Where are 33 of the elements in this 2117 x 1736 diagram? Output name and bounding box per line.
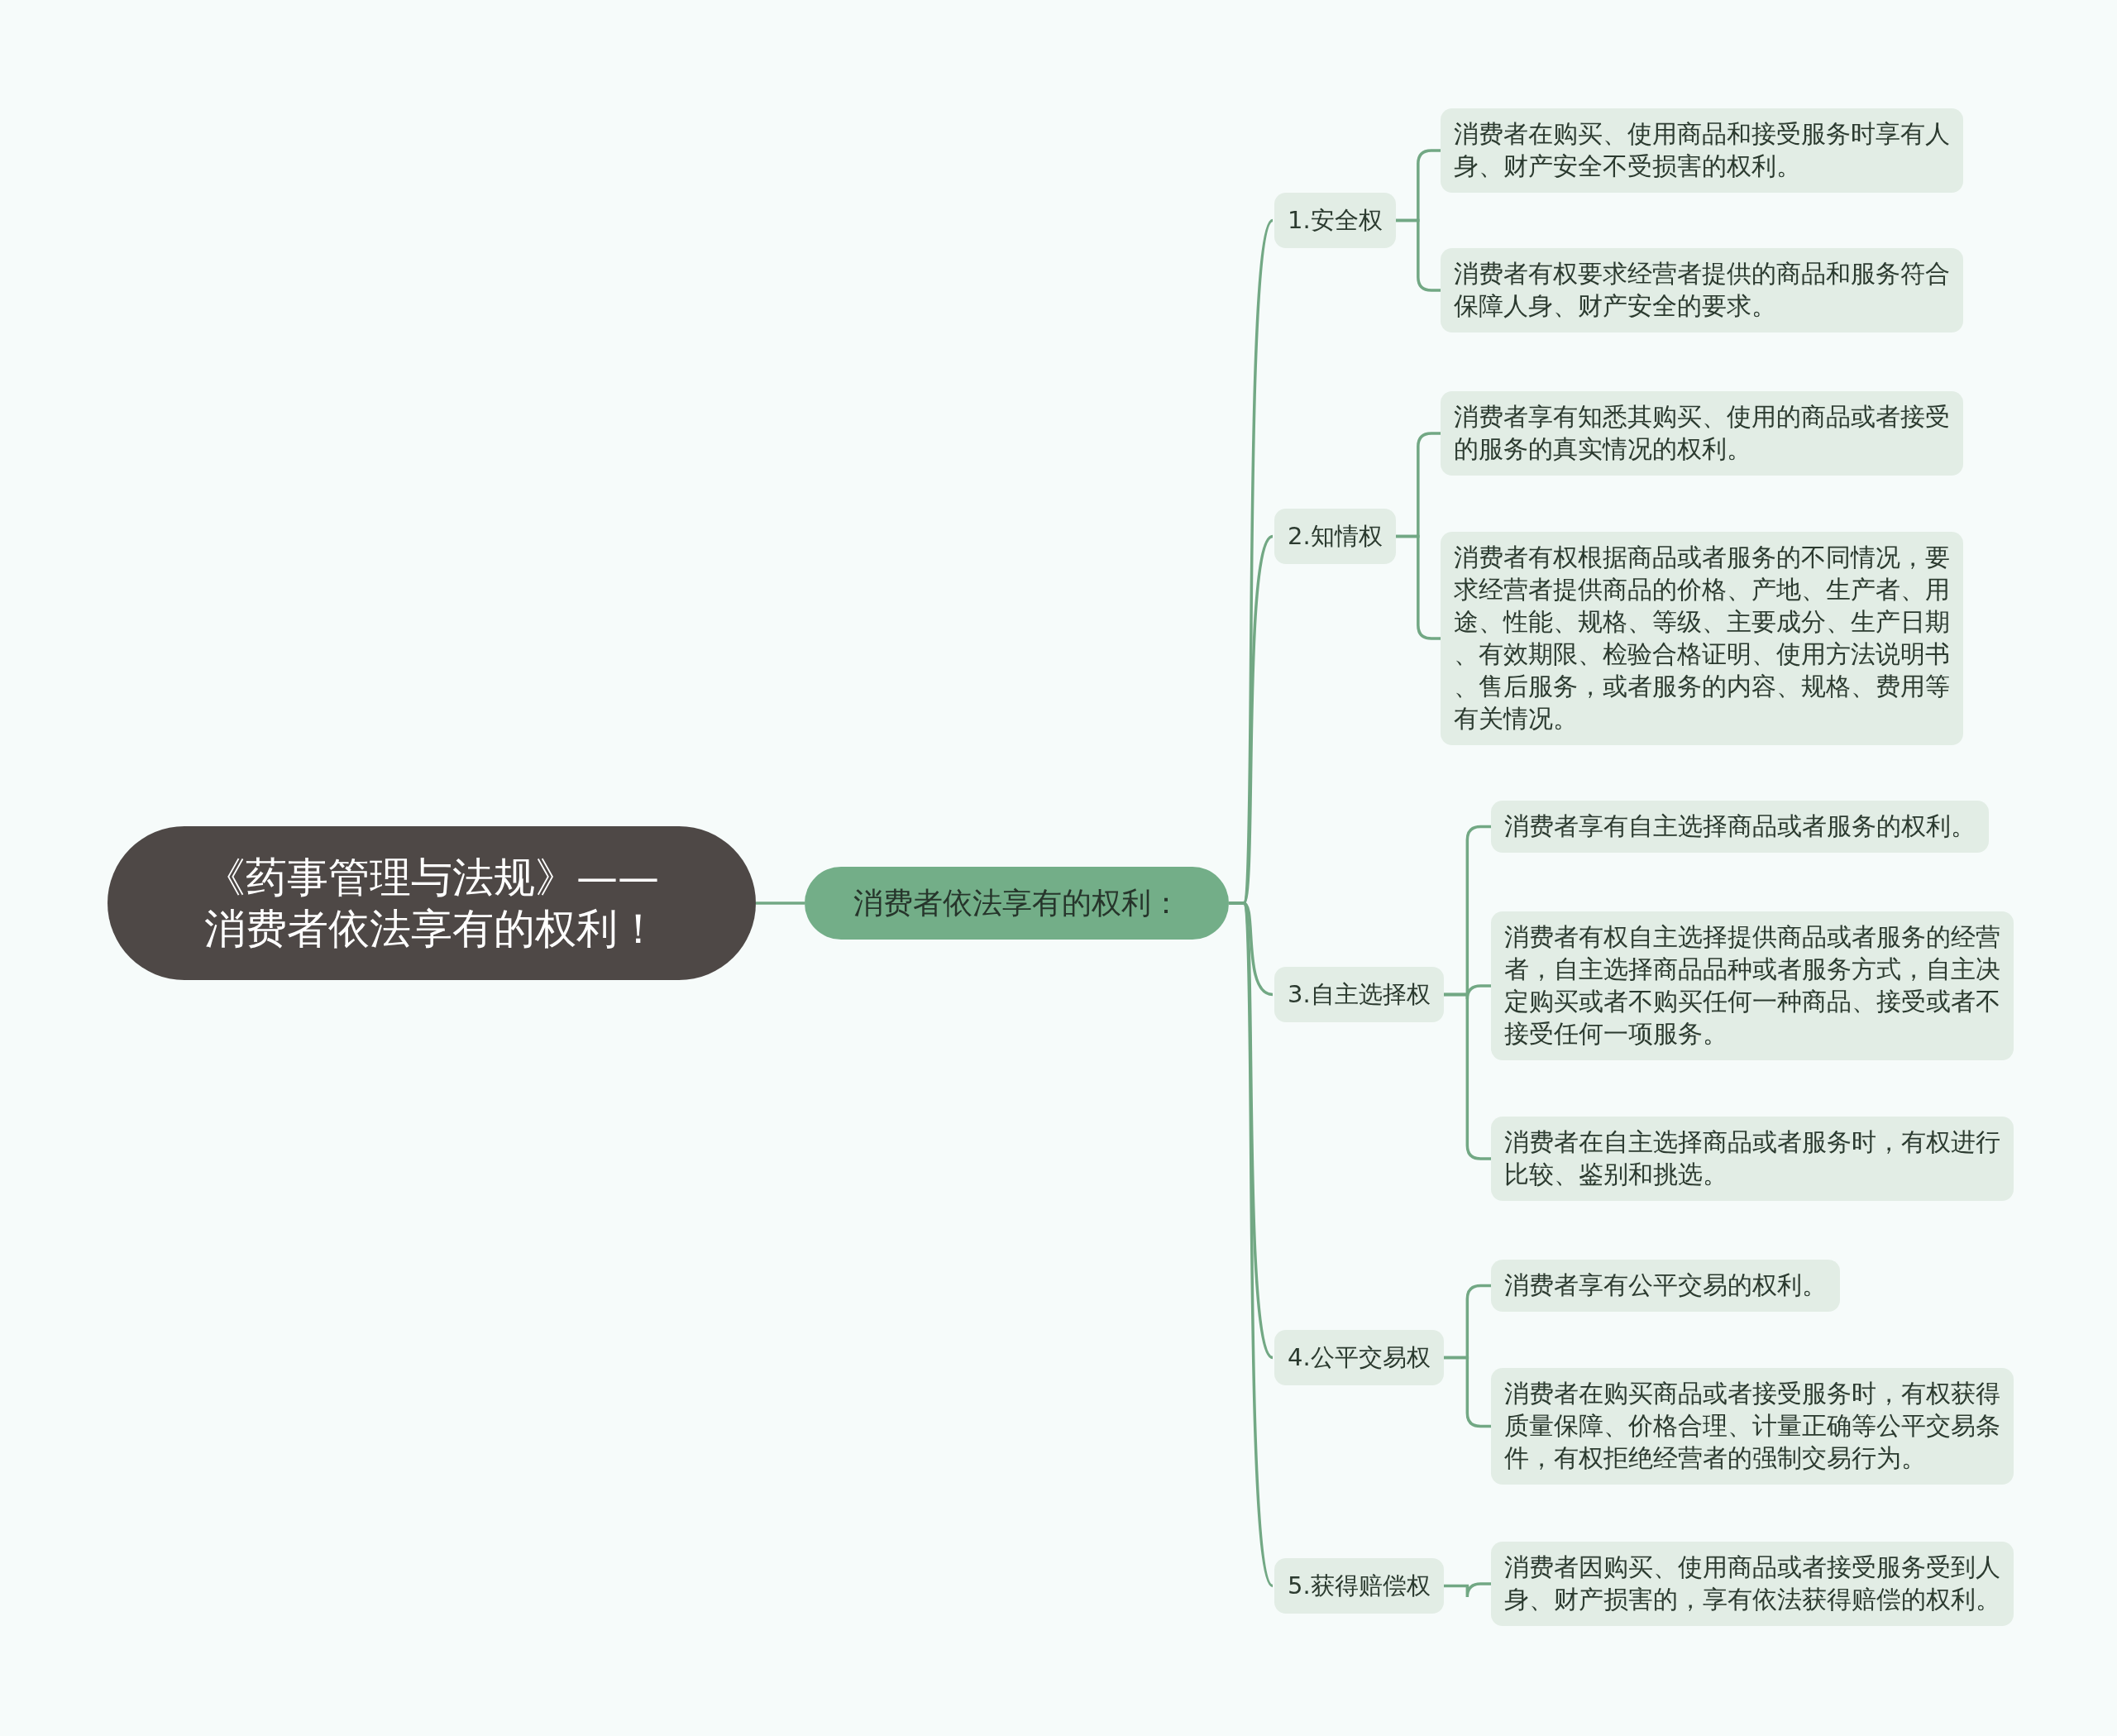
node-text: 消费者有权自主选择提供商品或者服务的经营者，自主选择商品品种或者服务方式，自主决定购买或者不购买任何一种商品、接受或者不接受任何一项服务。 bbox=[1504, 922, 2000, 1050]
node-text: 消费者在购买、使用商品和接受服务时享有人身、财产安全不受损害的权利。 bbox=[1454, 119, 1950, 182]
subtopic-box bbox=[1274, 509, 1396, 564]
node-text: 消费者在自主选择商品或者服务时，有权进行比较、鉴别和挑选。 bbox=[1504, 1127, 2000, 1190]
detail-box bbox=[1491, 801, 1989, 853]
detail-box bbox=[1491, 1542, 2014, 1626]
node-text: 消费者享有知悉其购买、使用的商品或者接受的服务的真实情况的权利。 bbox=[1454, 402, 1950, 465]
detail-box bbox=[1441, 391, 1963, 476]
detail-box bbox=[1491, 911, 2014, 1060]
subtopic-box bbox=[1274, 967, 1444, 1022]
node-text: 消费者因购买、使用商品或者接受服务受到人身、财产损害的，享有依法获得赔偿的权利。 bbox=[1504, 1552, 2000, 1615]
subtopic-box bbox=[1274, 193, 1396, 248]
connector-line bbox=[1443, 1582, 1491, 1599]
node-text: 4.公平交易权 bbox=[1288, 1342, 1431, 1373]
node-text: 1.安全权 bbox=[1288, 205, 1383, 236]
node-text: 消费者有权根据商品或者服务的不同情况，要求经营者提供商品的价格、产地、生产者、用途、性能、规格、等级、主要成分、生产日期、有效期限、检验合格证明、使用方法说明书、售后服务，或者服务的内容、规格、费用等有关情况。 bbox=[1454, 543, 1950, 734]
subtopic-box bbox=[1274, 1330, 1444, 1385]
detail-box bbox=[1441, 248, 1963, 332]
node-text: 消费者享有公平交易的权利。 bbox=[1504, 1270, 1827, 1301]
node-text: 3.自主选择权 bbox=[1288, 979, 1431, 1010]
connector-line bbox=[756, 901, 805, 905]
node-text: 《药事管理与法规》——消费者依法享有的权利！ bbox=[203, 853, 660, 954]
node-text: 消费者依法享有的权利： bbox=[853, 885, 1181, 921]
node-text: 5.获得赔偿权 bbox=[1288, 1571, 1431, 1601]
detail-box bbox=[1441, 108, 1963, 193]
detail-box bbox=[1491, 1368, 2014, 1485]
node-text: 2.知情权 bbox=[1288, 521, 1383, 552]
node-text: 消费者有权要求经营者提供的商品和服务符合保障人身、财产安全的要求。 bbox=[1454, 259, 1950, 322]
node-text: 消费者在购买商品或者接受服务时，有权获得质量保障、价格合理、计量正确等公平交易条件，有权拒绝经营者的强制交易行为。 bbox=[1504, 1379, 2000, 1474]
detail-box bbox=[1491, 1117, 2014, 1201]
subtopic-box bbox=[1274, 1558, 1444, 1614]
detail-box bbox=[1491, 1260, 1840, 1312]
node-text: 消费者享有自主选择商品或者服务的权利。 bbox=[1504, 811, 1976, 842]
